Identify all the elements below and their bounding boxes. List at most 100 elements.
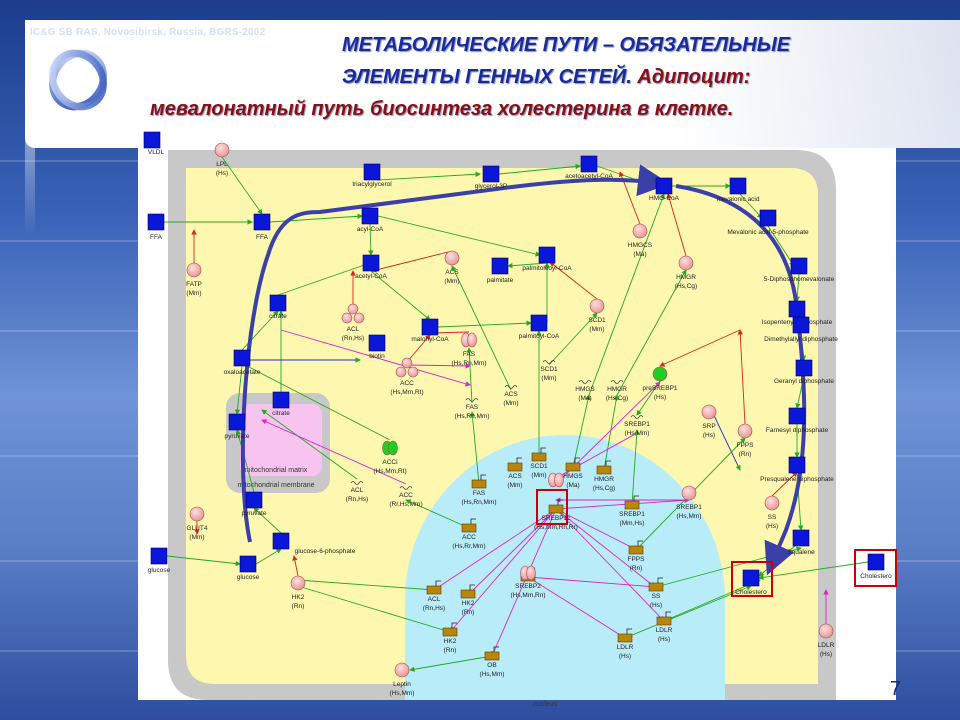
metabolite-node bbox=[655, 177, 673, 195]
protein-node bbox=[737, 423, 753, 439]
metabolite-label: palmitoleoyl-CoA bbox=[522, 265, 572, 272]
metabolite-label: glucose-6-phosphate bbox=[295, 548, 356, 555]
reaction-edge bbox=[491, 508, 557, 657]
gene-promoter-icon bbox=[451, 622, 457, 628]
reaction-edges bbox=[164, 156, 869, 672]
protein-species-label: (Hs,Mm) bbox=[625, 430, 650, 437]
title-line2-part-a: ЭЛЕМЕНТЫ ГЕННЫХ СЕТЕЙ. bbox=[342, 66, 638, 88]
header-side-panel bbox=[25, 20, 35, 235]
reaction-edge bbox=[469, 411, 480, 485]
metabolite-label: Farnesyl diphosphate bbox=[766, 427, 829, 434]
metabolite-label: triacylglycerol bbox=[352, 181, 392, 188]
gene-species-label: (Hs,Rn,Mm) bbox=[461, 499, 496, 506]
protein-node bbox=[444, 250, 460, 266]
reaction-edge bbox=[377, 171, 481, 181]
reaction-edge bbox=[261, 409, 358, 480]
reaction-edge bbox=[277, 261, 371, 296]
protein-node bbox=[589, 298, 605, 314]
reaction-edge bbox=[549, 261, 598, 300]
reaction-edge bbox=[636, 380, 661, 416]
gene-node bbox=[460, 589, 476, 599]
protein-node bbox=[701, 404, 717, 420]
metabolite-node bbox=[482, 165, 500, 183]
protein-species-label: (Hs) bbox=[820, 651, 832, 658]
metabolite-label: palmitoyl-CoA bbox=[519, 333, 560, 340]
reaction-edge bbox=[433, 508, 557, 591]
page-title-line1: МЕТАБОЛИЧЕСКИЕ ПУТИ – ОБЯЗАТЕЛЬНЫЕ bbox=[342, 34, 791, 56]
protein-species-label: (Rn,Hs) bbox=[346, 496, 368, 503]
protein-label: HK2 bbox=[292, 594, 305, 601]
gene-promoter-icon bbox=[516, 457, 522, 463]
protein-label: SCD1 bbox=[588, 317, 606, 324]
gene-species-label: (Hs,Mm,Rn) bbox=[510, 592, 545, 599]
reaction-edge bbox=[771, 471, 798, 497]
gene-species-label: (Hs,Mm) bbox=[480, 671, 505, 678]
gene-species-label: (Hs,Rr,Mm) bbox=[452, 543, 485, 550]
gene-label: HK2 bbox=[444, 638, 457, 645]
protein-label: SS bbox=[768, 514, 777, 521]
srebp1c-highlight-box bbox=[536, 489, 568, 525]
reaction-edge bbox=[221, 156, 263, 215]
reaction-edge bbox=[371, 250, 453, 273]
protein-node bbox=[290, 575, 306, 591]
reaction-edge bbox=[409, 655, 493, 672]
protein-label: SREBP1 bbox=[624, 421, 650, 428]
protein-node bbox=[632, 223, 648, 239]
protein-species-label: (Hs) bbox=[216, 170, 228, 177]
protein-species-label: (Mm) bbox=[541, 375, 556, 382]
reaction-edge bbox=[498, 163, 581, 175]
reaction-edge bbox=[527, 576, 626, 639]
gene-label: SREBP2 bbox=[515, 583, 541, 590]
gene-species-label: (Hs) bbox=[619, 653, 631, 660]
protein-label: ACL bbox=[351, 487, 364, 494]
protein-label: HMGS bbox=[575, 386, 595, 393]
metabolite-label: Mevalonic acid-5-phosphate bbox=[727, 229, 809, 236]
reaction-edge bbox=[261, 419, 407, 485]
gene-promoter-icon bbox=[540, 447, 546, 453]
credit-text: IC&G SB RAS, Novosibirsk, Russia, BGRS-2… bbox=[30, 27, 266, 38]
metabolite-label: Cholestero bbox=[860, 573, 892, 580]
gene-promoter-icon bbox=[493, 646, 499, 652]
reaction-edge bbox=[767, 225, 795, 267]
protein-node bbox=[467, 332, 477, 348]
protein-node bbox=[818, 623, 834, 639]
gene-node bbox=[531, 452, 547, 462]
gene-node bbox=[442, 627, 458, 637]
mitochondrial-membrane-label: mitochondrial membrane bbox=[237, 482, 314, 489]
reaction-edge bbox=[406, 334, 431, 363]
metabolite-node bbox=[269, 294, 287, 312]
metabolite-node bbox=[421, 318, 439, 336]
gene-species-label: (Rn) bbox=[462, 609, 475, 616]
reaction-edge bbox=[555, 508, 638, 551]
metabolite-node bbox=[538, 246, 556, 264]
gene-promoter-icon bbox=[637, 540, 643, 546]
protein-mrna-node bbox=[504, 385, 518, 389]
metabolite-label: oxaloacetate bbox=[224, 369, 261, 376]
protein-species-label: (Hs) bbox=[654, 394, 666, 401]
protein-species-label: (Rn) bbox=[739, 451, 752, 458]
metabolite-node bbox=[530, 314, 548, 332]
protein-species-label: (Hs,Mm,Rt) bbox=[390, 389, 423, 396]
reaction-edge bbox=[235, 429, 255, 493]
gene-species-label: (Rn) bbox=[444, 647, 457, 654]
gene-node bbox=[565, 462, 581, 472]
protein-species-label: (Hs,Rn,Mm) bbox=[451, 360, 486, 367]
gene-node bbox=[484, 651, 500, 661]
protein-label: HMGR bbox=[676, 274, 696, 281]
reaction-edge bbox=[234, 365, 243, 415]
protein-label: ACS bbox=[504, 391, 518, 398]
srebp-protein-node bbox=[526, 565, 536, 581]
protein-species-label: (Mm) bbox=[589, 326, 604, 333]
gene-promoter-icon bbox=[626, 628, 632, 634]
reaction-edge bbox=[253, 507, 282, 534]
gene-species-label: (Hs) bbox=[658, 636, 670, 643]
protein-species-label: (Mm) bbox=[503, 400, 518, 407]
protein-label: preSREBP1 bbox=[642, 385, 677, 392]
protein-node bbox=[764, 495, 780, 511]
gene-node bbox=[507, 462, 523, 472]
metabolite-node bbox=[792, 529, 810, 547]
institute-logo-icon bbox=[49, 49, 107, 111]
gene-promoter-icon bbox=[435, 580, 441, 586]
